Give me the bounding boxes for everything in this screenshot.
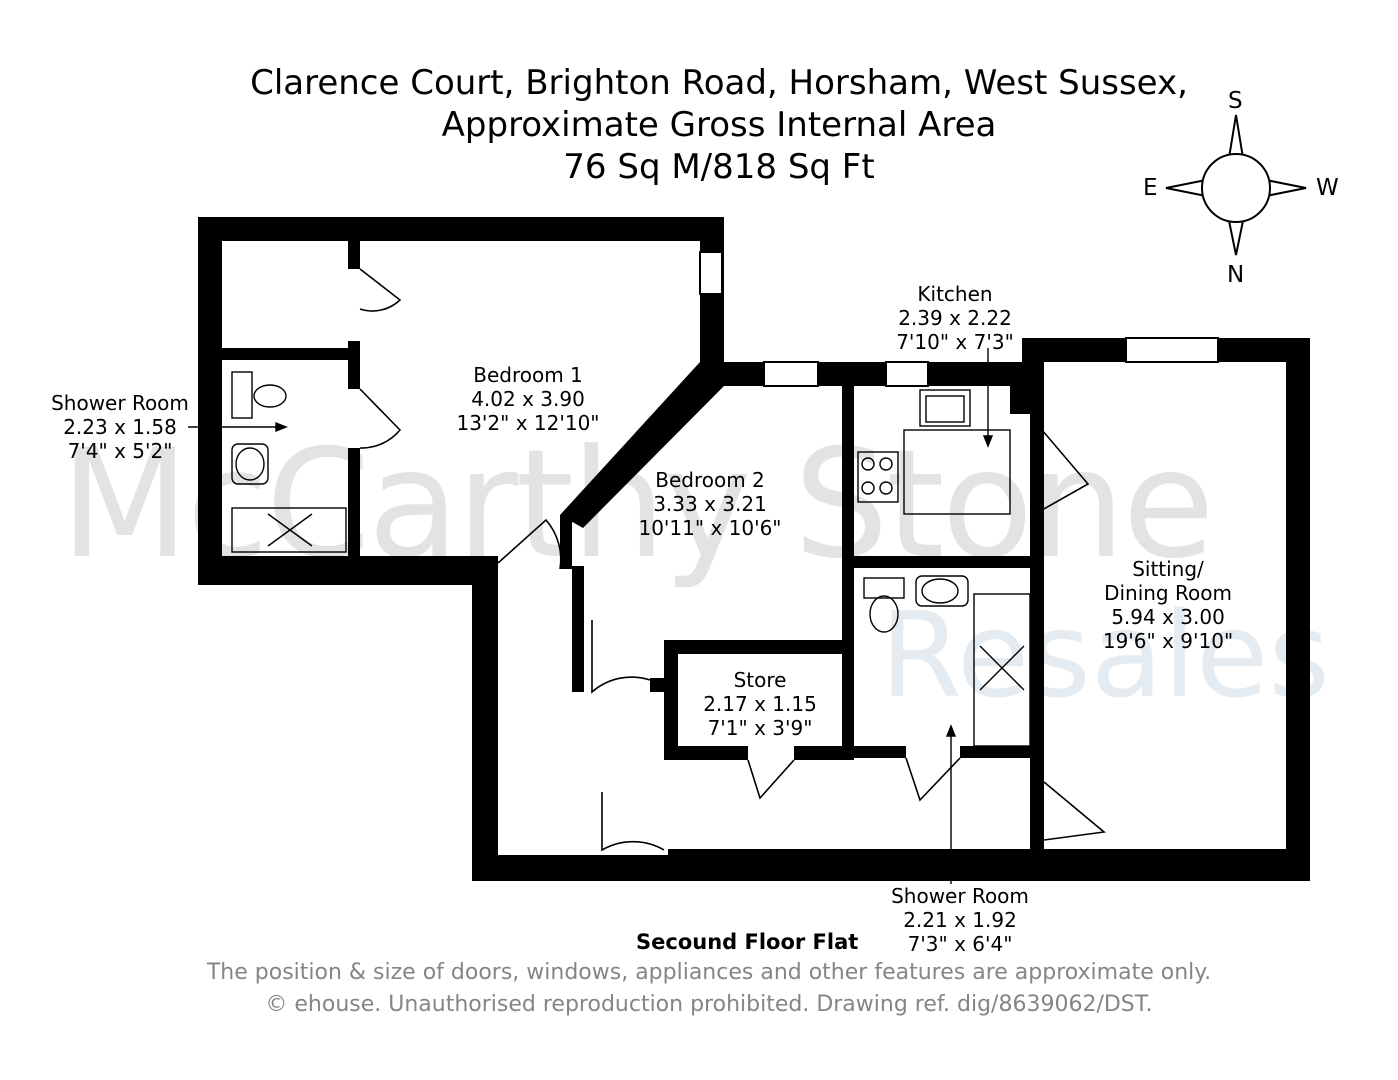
room-imperial: 19'6" x 9'10"	[1102, 629, 1234, 653]
room-name: Bedroom 2	[655, 468, 765, 492]
compass-rose	[1165, 114, 1307, 256]
room-imperial: 7'3" x 6'4"	[907, 932, 1013, 956]
room-imperial: 7'4" x 5'2"	[67, 439, 173, 463]
pointer-lines	[188, 348, 994, 884]
room-metric: 2.17 x 1.15	[703, 692, 817, 716]
fixtures	[231, 371, 1031, 747]
room-imperial: 7'10" x 7'3"	[896, 330, 1014, 354]
room-metric: 2.39 x 2.22	[898, 306, 1012, 330]
room-name: Kitchen	[917, 282, 993, 306]
compass-south-label: S	[1228, 88, 1243, 114]
room-metric: 5.94 x 3.00	[1111, 605, 1225, 629]
room-label-store: Store 2.17 x 1.15 7'1" x 3'9"	[690, 668, 830, 740]
area-value: 76 Sq M/818 Sq Ft	[563, 147, 875, 187]
room-name: Bedroom 1	[473, 363, 583, 387]
room-label-shower-room-2: Shower Room 2.21 x 1.92 7'3" x 6'4"	[875, 884, 1045, 956]
compass-east-label: E	[1143, 175, 1158, 201]
room-imperial: 13'2" x 12'10"	[456, 411, 600, 435]
room-label-sitting-dining-room: Sitting/ Dining Room 5.94 x 3.00 19'6" x…	[1088, 557, 1248, 653]
room-name: Store	[733, 668, 787, 692]
disclaimer-line-2: © ehouse. Unauthorised reproduction proh…	[265, 992, 1153, 1017]
room-metric: 4.02 x 3.90	[471, 387, 585, 411]
room-metric: 2.23 x 1.58	[63, 415, 177, 439]
room-label-bedroom-2: Bedroom 2 3.33 x 3.21 10'11" x 10'6"	[620, 468, 800, 540]
disclaimer-line-1: The position & size of doors, windows, a…	[206, 960, 1212, 985]
compass-north-label: N	[1227, 262, 1245, 288]
room-name: Sitting/	[1132, 557, 1204, 581]
room-name-2: Dining Room	[1104, 581, 1232, 605]
property-address: Clarence Court, Brighton Road, Horsham, …	[250, 63, 1188, 103]
compass-west-label: W	[1316, 175, 1339, 201]
room-label-shower-room-1: Shower Room 2.23 x 1.58 7'4" x 5'2"	[40, 391, 200, 463]
watermark-resales: Resales	[880, 586, 1330, 724]
room-imperial: 7'1" x 3'9"	[707, 716, 813, 740]
windows	[699, 251, 1219, 387]
room-label-kitchen: Kitchen 2.39 x 2.22 7'10" x 7'3"	[880, 282, 1030, 354]
room-metric: 2.21 x 1.92	[903, 908, 1017, 932]
room-imperial: 10'11" x 10'6"	[638, 516, 782, 540]
area-caption: Approximate Gross Internal Area	[441, 105, 997, 145]
room-label-bedroom-1: Bedroom 1 4.02 x 3.90 13'2" x 12'10"	[438, 363, 618, 435]
doors	[359, 268, 1106, 852]
room-name: Shower Room	[891, 884, 1029, 908]
floor-label: Secound Floor Flat	[636, 930, 859, 954]
room-metric: 3.33 x 3.21	[653, 492, 767, 516]
room-name: Shower Room	[51, 391, 189, 415]
